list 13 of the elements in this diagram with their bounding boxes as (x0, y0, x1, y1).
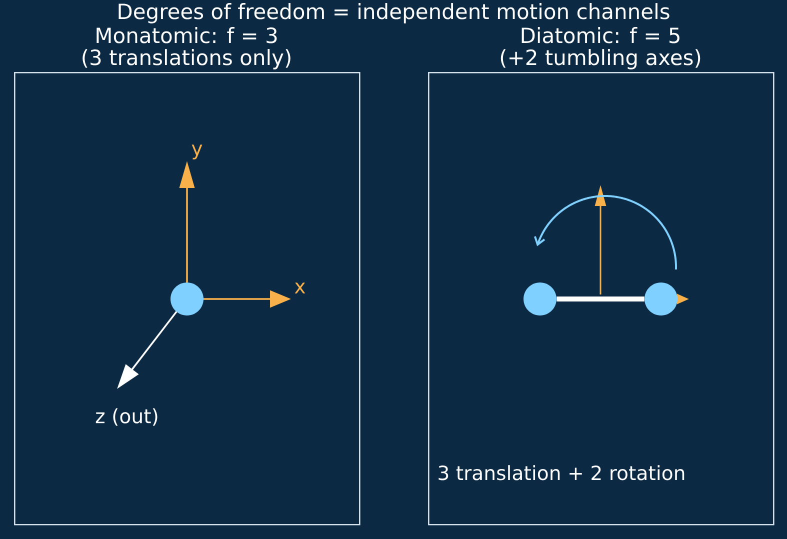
panel-caption: 3 translation + 2 rotation (438, 465, 684, 480)
atom (644, 282, 678, 316)
atom (170, 282, 204, 316)
atom (524, 282, 556, 316)
title: Degrees of freedom = independent motion channels (118, 3, 670, 24)
panel-subtitle: (3 translations only) (82, 49, 290, 70)
axis-label: x (294, 282, 306, 294)
panel-title: Diatomic: f = 5 (522, 27, 680, 44)
panel-title: Monatomic: f = 3 (96, 27, 277, 44)
axis-label: z (out) (96, 408, 158, 426)
panel-subtitle: (+2 tumbling axes) (500, 49, 700, 70)
axis-label: y (192, 144, 202, 160)
bond (556, 296, 644, 302)
